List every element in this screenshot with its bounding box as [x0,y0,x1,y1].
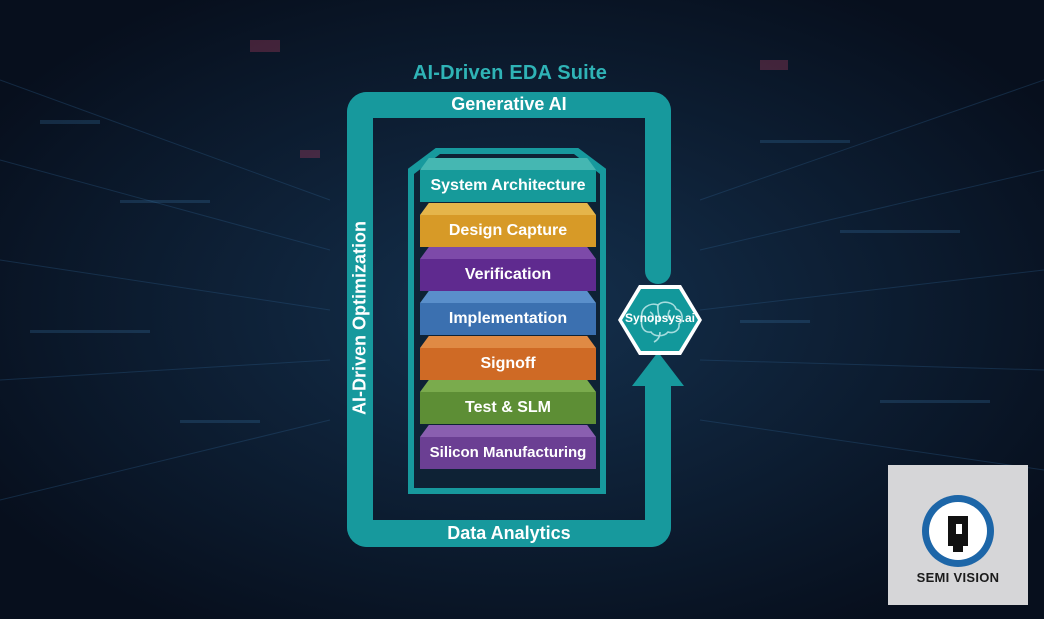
layer-top [420,203,596,215]
layer-design-capture: Design Capture [420,203,596,247]
diagram-title: AI-Driven EDA Suite [412,62,608,84]
ai-driven-optimization-label: AI-Driven Optimization [349,220,370,416]
layer-label: Test & SLM [420,392,596,424]
loop-frame-right-lower [645,380,671,547]
layer-implementation: Implementation [420,291,596,335]
layer-label: Signoff [420,348,596,380]
layer-top [420,158,596,170]
semi-vision-logo-icon [922,495,994,567]
layer-signoff: Signoff [420,336,596,380]
layer-top [420,380,596,392]
brain-icon [640,301,683,343]
generative-ai-label: Generative AI [451,94,567,114]
layer-silicon-manufacturing: Silicon Manufacturing [420,425,596,469]
layer-verification: Verification [420,247,596,291]
layer-label: Implementation [420,303,596,335]
synopsys-ai-label: Synopsys.ai [624,311,696,325]
layer-system-architecture: System Architecture [420,158,596,202]
data-analytics-label: Data Analytics [447,523,571,543]
layer-label: System Architecture [420,170,596,202]
layer-top [420,291,596,303]
synopsys-badge [622,289,698,351]
loop-frame-bottom [347,520,671,547]
loop-frame-left [347,92,373,547]
up-arrow-icon [632,352,684,386]
loop-frame-right-upper [645,92,671,284]
layer-label: Verification [420,259,596,291]
loop-frame-top [347,92,671,118]
layer-top [420,336,596,348]
layer-top [420,425,596,437]
layer-label: Silicon Manufacturing [420,437,596,469]
layer-top [420,247,596,259]
semi-vision-label: SEMI VISION [916,570,1000,585]
layer-label: Design Capture [420,215,596,247]
layer-test-slm: Test & SLM [420,380,596,424]
